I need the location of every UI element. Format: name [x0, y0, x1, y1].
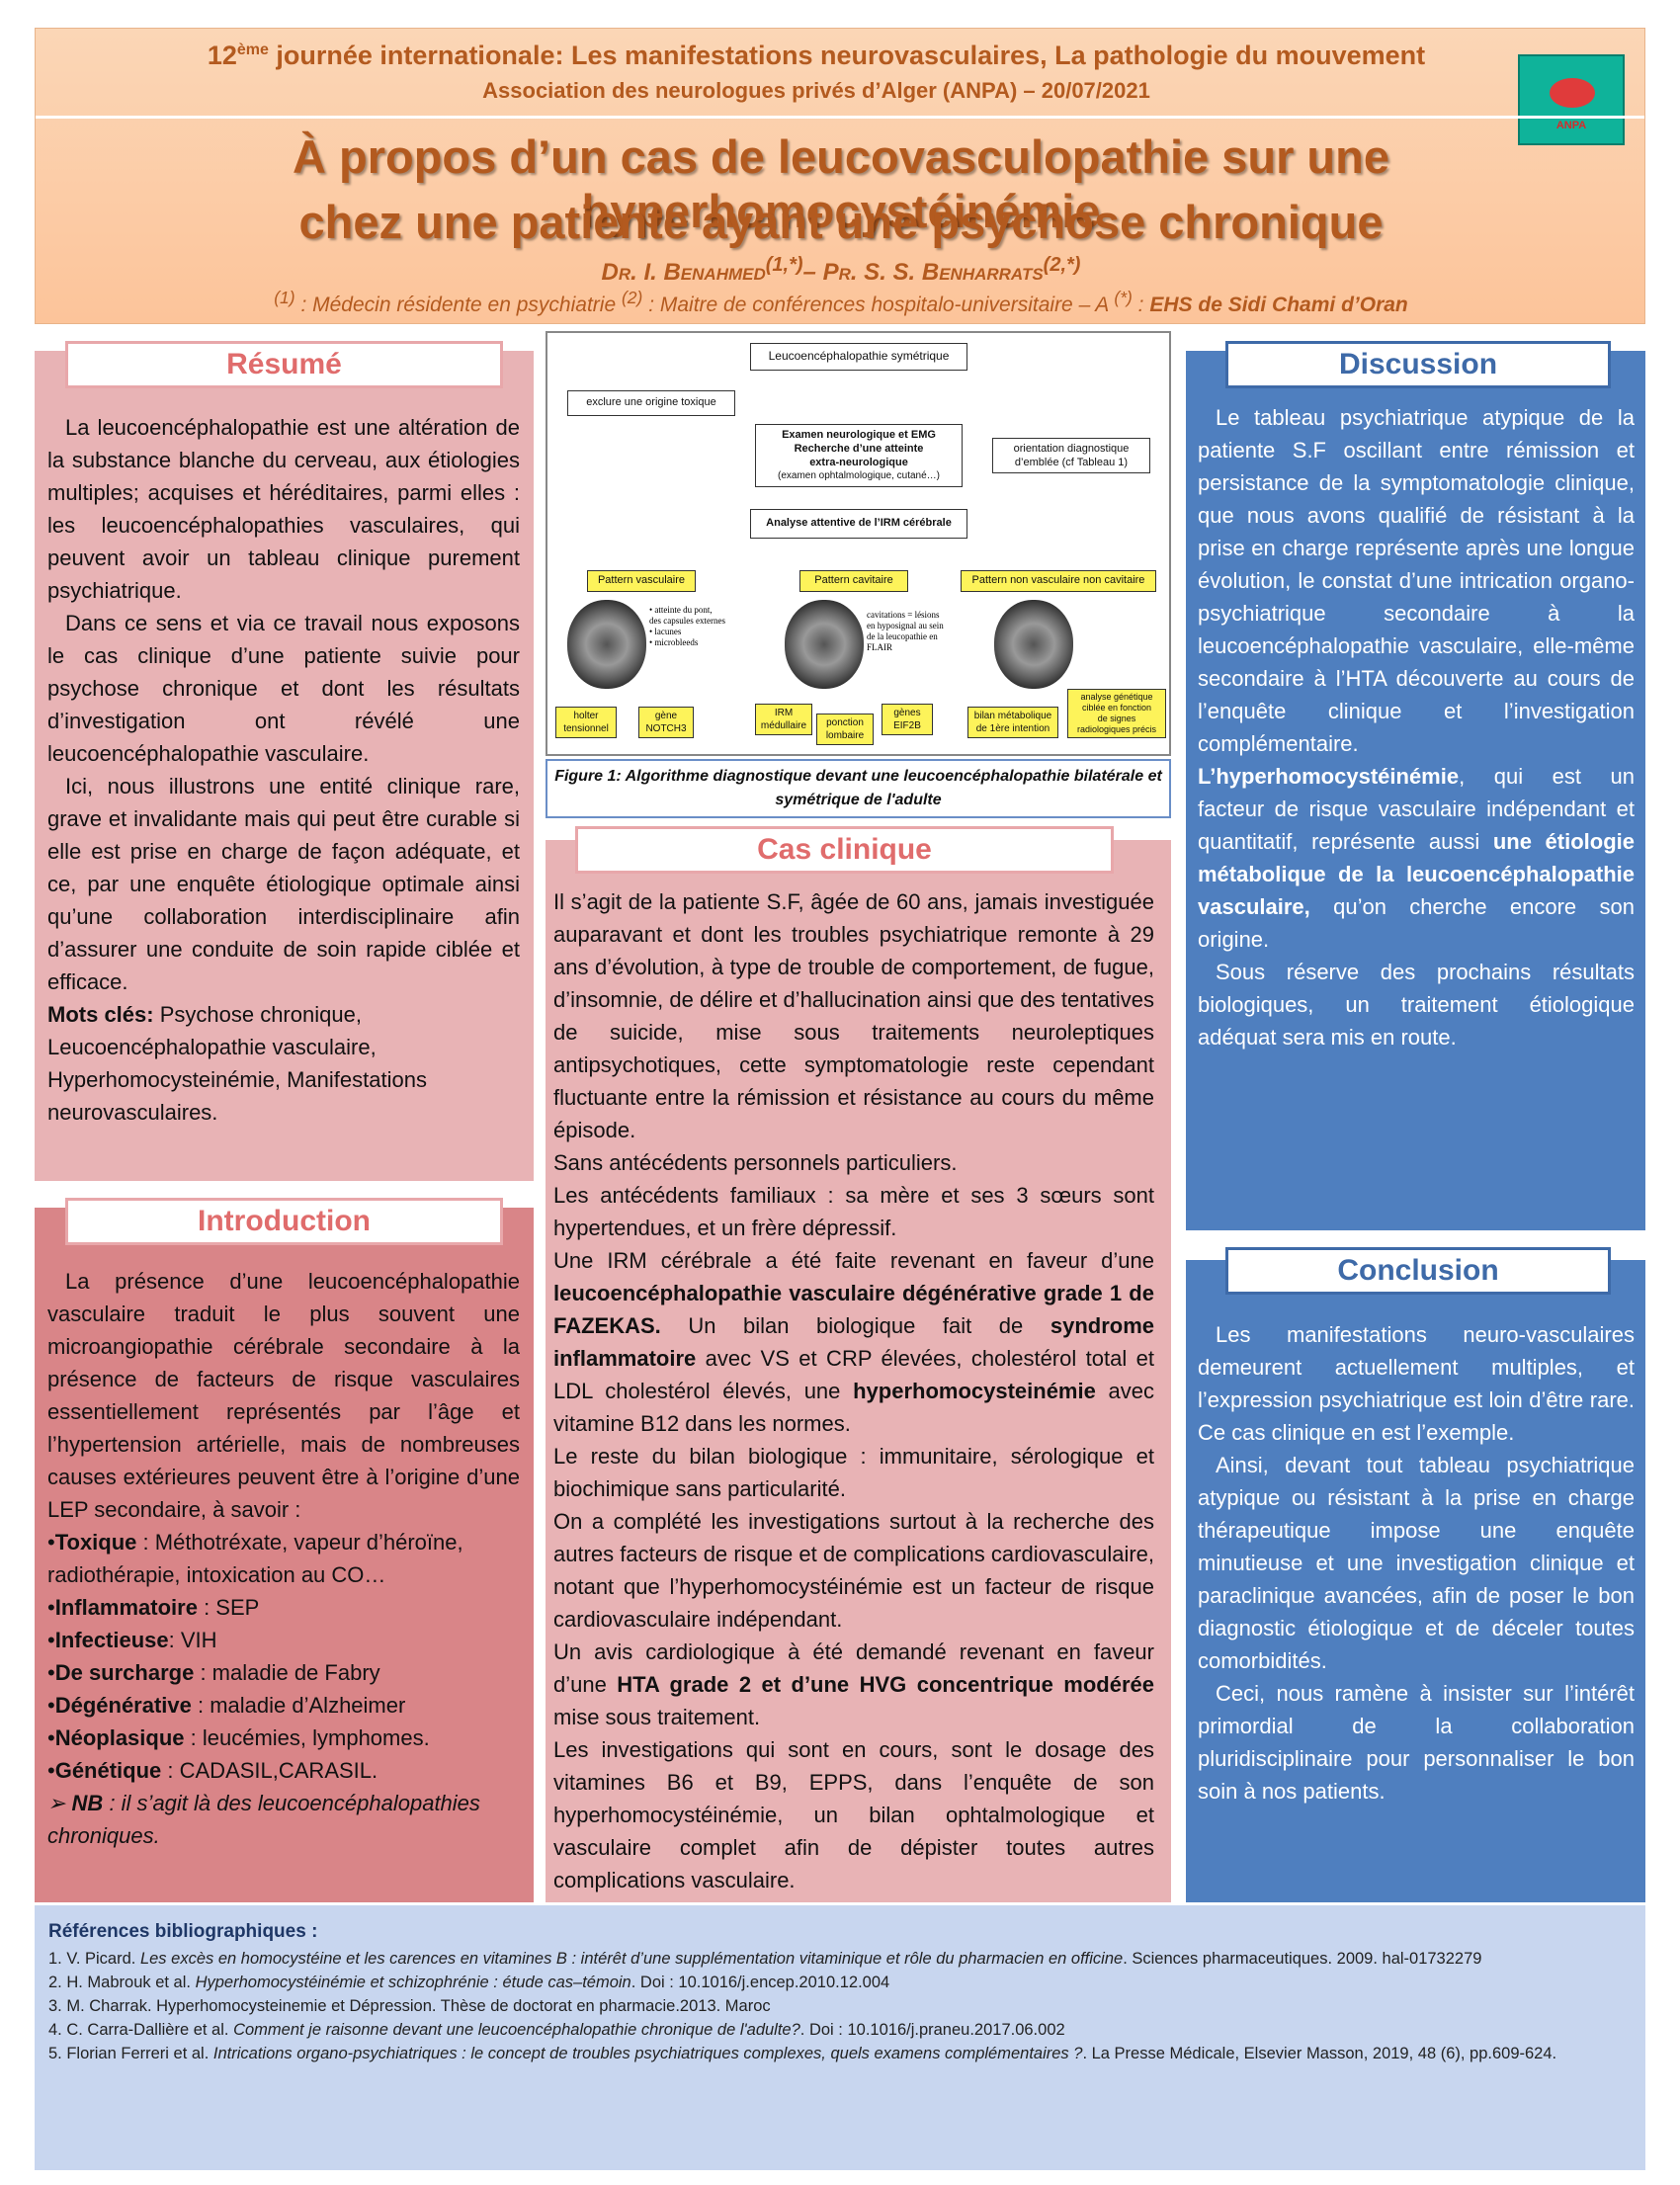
cause-item: •Inflammatoire : SEP: [47, 1595, 260, 1620]
references-box: Références bibliographiques : 1. V. Pica…: [35, 1905, 1645, 2170]
affiliations: (1) : Médecin résidente en psychiatrie (…: [274, 288, 1408, 316]
cas-paragraph: Un avis cardiologique à été demandé reve…: [553, 1639, 1154, 1729]
cause-item: •De surcharge : maladie de Fabry: [47, 1660, 380, 1685]
resume-panel: [35, 351, 534, 1181]
resume-title: Résumé: [65, 341, 503, 388]
fig-pattern-vasculaire: Pattern vasculaire: [587, 570, 696, 592]
resume-paragraph: Dans ce sens et via ce travail nous expo…: [47, 611, 520, 766]
reference-item: 4. C. Carra-Dallière et al. Comment je r…: [48, 2021, 1065, 2039]
discussion-panel: [1186, 351, 1645, 1230]
cause-item: •Toxique : Méthotréxate, vapeur d’héroïn…: [47, 1530, 463, 1587]
poster-title-line-1: À propos d’un cas de leucovasculopathie …: [293, 130, 1389, 237]
conclusion-paragraph: Les manifestations neuro-vasculaires dem…: [1198, 1322, 1635, 1445]
association-line: Association des neurologues privés d’Alg…: [482, 78, 1150, 103]
cause-item: •Infectieuse: VIH: [47, 1628, 217, 1652]
cas-paragraph: Une IRM cérébrale a été faite revenant e…: [553, 1248, 1154, 1436]
resume-paragraph: Ici, nous illustrons une entité clinique…: [47, 774, 520, 994]
introduction-paragraph: La présence d’une leucoencéphalopathie v…: [47, 1269, 520, 1522]
resume-text: La leucoencéphalopathie est une altérati…: [47, 411, 520, 1129]
discussion-text: Le tableau psychiatrique atypique de la …: [1198, 401, 1635, 1053]
keywords: Mots clés: Psychose chronique, Leucoencé…: [47, 1002, 427, 1125]
mri-image-1: [567, 600, 646, 689]
introduction-text: La présence d’une leucoencéphalopathie v…: [47, 1265, 520, 1852]
figure-caption: Figure 1: Algorithme diagnostique devant…: [546, 759, 1171, 818]
discussion-paragraph: Sous réserve des prochains résultats bio…: [1198, 960, 1635, 1050]
introduction-panel: [35, 1208, 534, 1902]
cas-paragraph: Sans antécédents personnels particuliers…: [553, 1150, 958, 1175]
header-divider: [36, 116, 1644, 119]
discussion-paragraph: L’hyperhomocystéinémie, qui est un facte…: [1198, 764, 1635, 952]
fig-pattern-cavitaire: Pattern cavitaire: [799, 570, 908, 592]
diagnostic-algorithm-figure: Leucoencéphalopathie symétrique exclure …: [546, 331, 1171, 756]
cause-item: •Néoplasique : leucémies, lymphomes.: [47, 1725, 430, 1750]
authors: Dr. I. Benahmed(1,*)– Pr. S. S. Benharra…: [601, 254, 1081, 286]
anpa-logo: ANPA: [1518, 54, 1625, 145]
mri-image-3: [994, 600, 1073, 689]
discussion-paragraph: Le tableau psychiatrique atypique de la …: [1198, 405, 1635, 756]
conclusion-paragraph: Ainsi, devant tout tableau psychiatrique…: [1198, 1453, 1635, 1673]
reference-item: 1. V. Picard. Les excès en homocystéine …: [48, 1950, 1482, 1968]
reference-item: 3. M. Charrak. Hyperhomocysteinemie et D…: [48, 1997, 771, 2015]
poster-title-line-2: chez une patiente ayant une psychose chr…: [298, 196, 1384, 248]
conclusion-paragraph: Ceci, nous ramène à insister sur l’intér…: [1198, 1681, 1635, 1804]
conclusion-panel: [1186, 1260, 1645, 1902]
fig-note-vasculaire: • atteinte du pont,des capsules externes…: [649, 605, 725, 647]
cause-list: •Toxique : Méthotréxate, vapeur d’héroïn…: [47, 1526, 520, 1787]
mri-image-2: [785, 600, 864, 689]
conclusion-title: Conclusion: [1225, 1247, 1611, 1295]
cas-clinique-panel: [546, 840, 1171, 1902]
intro-note: ➢ NB : il s’agit là des leucoencéphalopa…: [47, 1791, 480, 1848]
reference-item: 2. H. Mabrouk et al. Hyperhomocystéinémi…: [48, 1974, 890, 1991]
cas-paragraph: On a complété les investigations surtout…: [553, 1509, 1154, 1632]
poster-header: 12ème journée internationale: Les manife…: [35, 28, 1645, 324]
cas-paragraph: Les antécédents familiaux : sa mère et s…: [553, 1183, 1154, 1240]
introduction-title: Introduction: [65, 1198, 503, 1245]
cause-item: •Dégénérative : maladie d’Alzheimer: [47, 1693, 406, 1718]
fig-box-exclude: exclure une origine toxique: [567, 390, 735, 416]
fig-pattern-non-vasculaire: Pattern non vasculaire non cavitaire: [961, 570, 1156, 592]
cas-clinique-title: Cas clinique: [575, 826, 1114, 874]
cas-clinique-text: Il s’agit de la patiente S.F, âgée de 60…: [553, 885, 1154, 1896]
conference-title: 12ème journée internationale: Les manife…: [207, 41, 1426, 70]
discussion-title: Discussion: [1225, 341, 1611, 388]
fig-box-top: Leucoencéphalopathie symétrique: [750, 343, 967, 371]
cas-paragraph: Il s’agit de la patiente S.F, âgée de 60…: [553, 889, 1154, 1142]
references-title: Références bibliographiques :: [48, 1921, 318, 1942]
fig-box-irm: Analyse attentive de l’IRM cérébrale: [750, 509, 967, 539]
conclusion-text: Les manifestations neuro-vasculaires dem…: [1198, 1318, 1635, 1807]
cas-paragraph: Le reste du bilan biologique : immunitai…: [553, 1444, 1154, 1501]
resume-paragraph: La leucoencéphalopathie est une altérati…: [47, 415, 520, 603]
reference-item: 5. Florian Ferreri et al. Intrications o…: [48, 2045, 1557, 2062]
cause-item: •Génétique : CADASIL,CARASIL.: [47, 1758, 378, 1783]
cas-paragraph: Les investigations qui sont en cours, so…: [553, 1737, 1154, 1892]
